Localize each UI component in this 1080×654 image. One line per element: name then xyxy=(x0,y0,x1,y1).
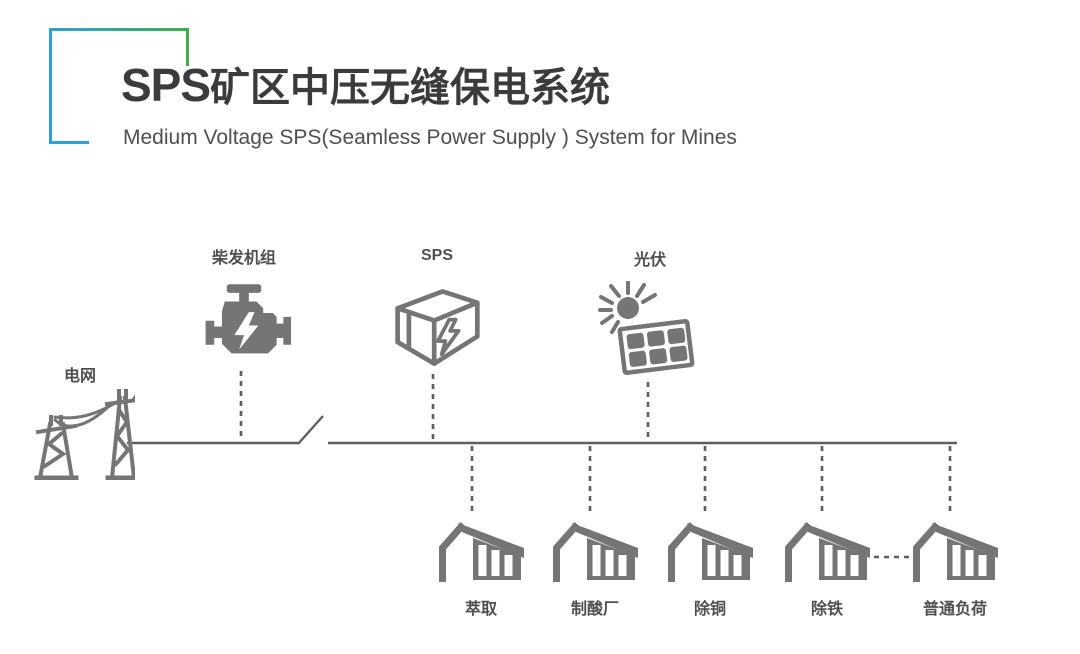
load-building-icon xyxy=(551,518,639,582)
sps-label: SPS xyxy=(420,247,454,264)
page-title-zh: 矿区中压无缝保电系统 xyxy=(210,66,611,110)
load-building-icon xyxy=(437,518,525,582)
pv-label: 光伏 xyxy=(633,252,667,269)
load-label-acid-plant: 制酸厂 xyxy=(570,601,620,618)
load-building-icon xyxy=(783,518,871,582)
load-label-copper-removal: 除铜 xyxy=(693,601,727,618)
page-title: SPS 矿区中压无缝保电系统 xyxy=(121,60,610,111)
diesel-engine-icon xyxy=(196,284,292,369)
load-building-icon xyxy=(666,518,754,582)
diesel-generator-label: 柴发机组 xyxy=(211,250,277,267)
load-building-icon xyxy=(911,518,999,582)
power-grid-towers-icon xyxy=(33,388,135,480)
load-label-extraction: 萃取 xyxy=(464,601,498,618)
bracket-left-line xyxy=(49,28,52,144)
sps-box-icon xyxy=(390,283,484,373)
switch-blade xyxy=(297,415,324,445)
load-label-iron-removal: 除铁 xyxy=(810,601,844,618)
bracket-right-stub xyxy=(186,28,189,66)
grid-label: 电网 xyxy=(63,368,97,385)
bracket-top-line xyxy=(49,28,189,31)
page-title-en: SPS xyxy=(121,59,211,111)
solar-panel-icon xyxy=(598,281,702,381)
load-label-ordinary-load: 普通负荷 xyxy=(922,601,988,618)
bracket-bottom-stub xyxy=(49,141,89,144)
page-subtitle: Medium Voltage SPS(Seamless Power Supply… xyxy=(123,126,737,149)
